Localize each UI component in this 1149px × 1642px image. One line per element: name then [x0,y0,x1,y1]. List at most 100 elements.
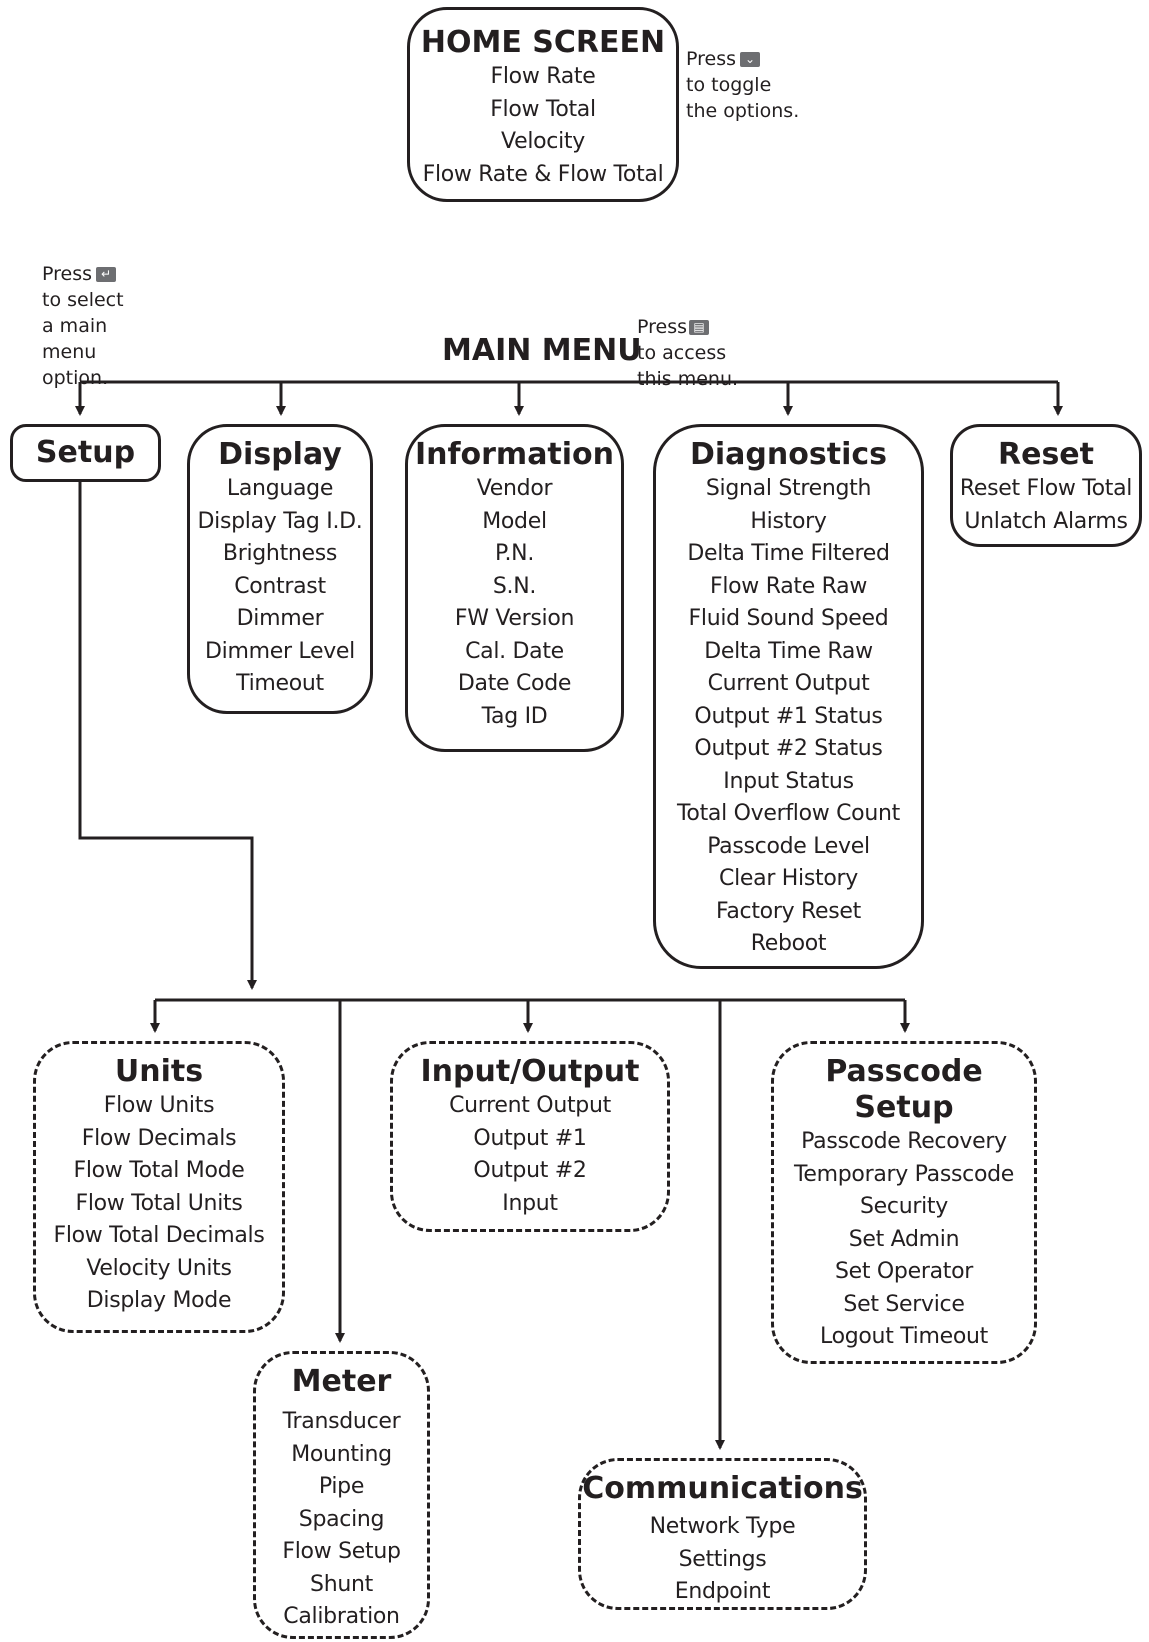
home-screen-item: Flow Total [490,96,596,122]
diagnostics-menu-item: Delta Time Raw [704,638,873,664]
display-menu-item: Display Tag I.D. [197,508,363,534]
information-menu-item: Vendor [476,476,553,501]
diagnostics-menu-item: Input Status [723,768,854,794]
diagnostics-menu-item: Passcode Level [707,833,870,859]
diagnostics-menu-item: Signal Strength [705,476,872,501]
input-output-submenu-item: Input [502,1190,558,1216]
home-screen-box: HOME SCREEN Flow Rate Flow Total Velocit… [407,7,679,202]
units-submenu-item: Flow Units [103,1093,215,1118]
diagnostics-menu-box: Diagnostics Signal Strength History Delt… [653,424,924,969]
reset-menu-item: Unlatch Alarms [964,508,1128,534]
meter-submenu-item: Spacing [298,1506,385,1532]
main-menu-label: MAIN MENU [442,333,642,368]
information-menu-item: Tag ID [481,703,548,729]
display-menu-item: Language [226,476,334,501]
communications-submenu-title: Communications [582,1471,863,1506]
diagnostics-menu-item: Factory Reset [716,898,861,924]
home-screen-item: Flow Rate & Flow Total [422,161,664,187]
units-submenu-item: Velocity Units [86,1255,232,1281]
diagnostics-menu-item: Output #1 Status [694,703,883,729]
diagnostics-menu-item: Clear History [719,866,858,891]
home-screen-item: Velocity [501,129,585,154]
display-menu-item: Brightness [222,541,338,566]
display-menu-item: Timeout [236,671,324,696]
reset-menu-list: Reset Flow Total Unlatch Alarms [953,473,1139,538]
meter-submenu-item: Mounting [291,1441,392,1467]
passcode-setup-submenu-item: Passcode Recovery [801,1129,1007,1154]
input-output-submenu-list: Current Output Output #1 Output #2 Input [393,1090,667,1220]
units-submenu-item: Flow Total Units [75,1190,243,1216]
meter-submenu-item: Flow Setup [282,1539,401,1564]
meter-submenu-title: Meter [291,1364,392,1399]
select-option-note: Press↵ to select a main menu option. [42,235,124,391]
communications-submenu-box: Communications Network Type Settings End… [578,1458,867,1610]
setup-connector-line [78,477,257,990]
input-output-submenu-item: Output #1 [473,1125,587,1151]
passcode-setup-submenu-item: Set Operator [835,1259,973,1284]
home-screen-list: Flow Rate Flow Total Velocity Flow Rate … [410,61,676,191]
units-submenu-item: Flow Total Mode [73,1158,245,1183]
information-menu-item: Date Code [457,671,572,696]
diagnostics-menu-title: Diagnostics [690,437,887,472]
input-output-submenu-item: Output #2 [473,1158,587,1183]
note-press-label: Press [637,316,688,338]
down-arrow-key-icon: ⌄ [740,52,761,67]
note-press-label: Press [42,263,93,285]
units-submenu-title: Units [114,1054,204,1089]
units-submenu-list: Flow Units Flow Decimals Flow Total Mode… [36,1090,282,1318]
input-output-submenu-title: Input/Output [420,1054,640,1089]
diagnostics-menu-item: Current Output [707,671,870,696]
input-output-submenu-item: Current Output [449,1093,611,1118]
communications-submenu-item: Network Type [649,1514,796,1539]
setup-menu-box: Setup [10,424,161,482]
menu-key-icon: ▤ [689,320,710,335]
diagnostics-menu-item: Output #2 Status [694,736,883,761]
units-submenu-item: Flow Total Decimals [53,1223,265,1248]
diagnostics-menu-item: Flow Rate Raw [709,573,868,599]
meter-submenu-item: Shunt [310,1571,373,1597]
display-menu-box: Display Language Display Tag I.D. Bright… [187,424,373,714]
meter-submenu-box: Meter Transducer Mounting Pipe Spacing F… [253,1351,430,1639]
passcode-setup-submenu-item: Set Service [843,1291,965,1317]
note-text: to toggle the options. [686,74,800,122]
diagnostics-menu-item: Delta Time Filtered [687,541,890,566]
information-menu-box: Information Vendor Model P.N. S.N. FW Ve… [405,424,624,752]
units-submenu-box: Units Flow Units Flow Decimals Flow Tota… [33,1041,285,1333]
passcode-setup-submenu-item: Logout Timeout [820,1324,988,1349]
display-menu-title: Display [218,437,342,472]
home-screen-item: Flow Rate [490,64,596,89]
communications-submenu-item: Endpoint [674,1579,771,1604]
diagnostics-menu-item: Reboot [750,931,827,956]
diagnostics-menu-item: History [750,508,827,534]
passcode-setup-submenu-item: Security [860,1194,948,1219]
meter-submenu-list: Transducer Mounting Pipe Spacing Flow Se… [256,1406,427,1634]
meter-submenu-item: Transducer [282,1409,401,1434]
information-menu-item: Cal. Date [465,638,564,664]
display-menu-list: Language Display Tag I.D. Brightness Con… [190,473,370,701]
display-menu-item: Dimmer Level [205,638,355,664]
units-submenu-item: Flow Decimals [81,1125,237,1151]
display-menu-item: Dimmer [236,606,324,631]
information-menu-item: Model [482,508,547,534]
enter-key-icon: ↵ [96,267,117,282]
information-menu-title: Information [414,437,615,472]
reset-menu-item: Reset Flow Total [959,476,1133,501]
access-menu-note: Press▤ to access this menu. [637,288,738,392]
reset-menu-title: Reset [998,437,1094,472]
passcode-setup-submenu-title-line1: Passcode [825,1054,983,1089]
diagnostics-menu-item: Fluid Sound Speed [688,606,889,631]
communications-submenu-list: Network Type Settings Endpoint [581,1511,864,1607]
information-menu-item: P.N. [494,541,535,566]
diagnostics-menu-list: Signal Strength History Delta Time Filte… [656,473,921,961]
passcode-setup-submenu-title-line2: Setup [854,1090,954,1125]
passcode-setup-submenu-item: Set Admin [848,1226,960,1252]
display-menu-item: Contrast [234,573,326,599]
diagnostics-menu-item: Total Overflow Count [677,801,900,826]
units-submenu-item: Display Mode [86,1288,232,1313]
information-menu-list: Vendor Model P.N. S.N. FW Version Cal. D… [408,473,621,733]
note-text: to access this menu. [637,342,739,390]
input-output-submenu-box: Input/Output Current Output Output #1 Ou… [390,1041,670,1232]
meter-submenu-item: Calibration [283,1604,400,1629]
